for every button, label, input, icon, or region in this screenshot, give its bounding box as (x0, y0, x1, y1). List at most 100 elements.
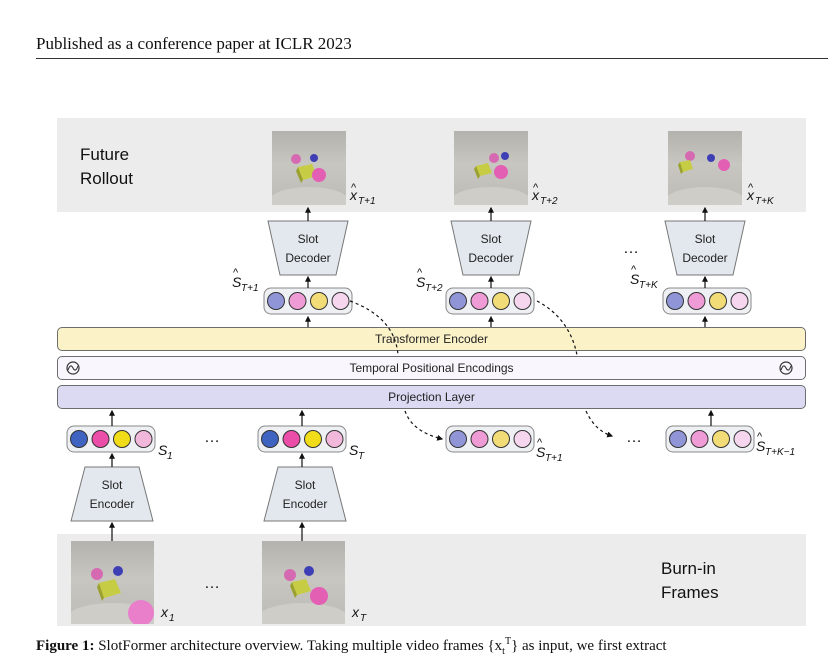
slot-circle (470, 430, 489, 448)
slot-group-pred-1 (263, 287, 353, 315)
slot-circle (513, 292, 532, 310)
slot-circle (310, 292, 328, 310)
slot-circle (134, 430, 153, 448)
input-slot-label-T: S T (349, 442, 365, 462)
svg-text:T+K: T+K (755, 196, 775, 207)
encoder-label-line1: Slot (102, 478, 123, 492)
feedback-slot-label-K: S^ T+K−1 (756, 431, 795, 458)
svg-text:T+2: T+2 (540, 196, 558, 207)
burnin-frames-label: Burn-in Frames (661, 559, 719, 602)
decoder-label-line2: Decoder (285, 251, 330, 265)
ellipsis-slots: … (204, 429, 220, 446)
slot-circle (709, 292, 727, 310)
svg-text:T+1: T+1 (241, 283, 259, 294)
svg-text:S: S (349, 442, 359, 458)
svg-text:T+K: T+K (639, 280, 659, 291)
svg-text:T+2: T+2 (425, 283, 443, 294)
slot-decoder-3: Slot Decoder (664, 220, 746, 276)
input-frame-label-T: x T (351, 604, 367, 624)
future-rollout-label: Future Rollout (80, 145, 133, 188)
scene-image (668, 151, 742, 205)
decoder-label-line1: Slot (695, 232, 716, 246)
svg-text:S: S (158, 442, 168, 458)
slot-group-feedback-1 (445, 425, 535, 453)
output-frame-labels: x^ T+1 x^ T+2 x^ T+K (349, 182, 775, 207)
output-frame-3 (668, 131, 742, 205)
slot-circle (492, 430, 510, 448)
slot-circle (730, 292, 749, 310)
svg-text:^: ^ (631, 264, 637, 276)
slot-circle (712, 430, 730, 448)
slot-group-input-1 (66, 425, 156, 453)
svg-text:^: ^ (417, 267, 423, 279)
input-frame-T (262, 541, 345, 624)
running-header: Published as a conference paper at ICLR … (36, 34, 352, 53)
ellipsis-frames: … (204, 575, 220, 592)
input-frame-label-1: x 1 (160, 604, 175, 624)
slot-group-input-T (257, 425, 347, 453)
slot-circle (733, 430, 752, 448)
output-frame-2 (454, 131, 528, 205)
temporal-positional-encodings-bar: Temporal Positional Encodings (57, 356, 806, 380)
sinusoid-icon-left (66, 361, 80, 375)
output-frame-label-3: x^ T+K (746, 182, 775, 207)
decoder-label-line1: Slot (481, 232, 502, 246)
svg-text:x: x (160, 604, 169, 620)
svg-text:^: ^ (537, 437, 543, 449)
header-rule (36, 58, 828, 59)
svg-text:^: ^ (757, 431, 763, 443)
svg-text:1: 1 (169, 613, 175, 624)
encoder-label-line2: Encoder (90, 497, 135, 511)
output-frame-label-2: x^ T+2 (531, 182, 558, 207)
input-slot-labels: S 1 S T (158, 442, 365, 462)
ellipsis-top: … (623, 240, 639, 257)
slot-decoder-2: Slot Decoder (450, 220, 532, 276)
svg-text:^: ^ (533, 182, 539, 194)
slot-circle (449, 430, 467, 448)
scene-image (71, 566, 154, 624)
slot-container (66, 425, 156, 453)
slot-circle (470, 292, 489, 310)
svg-text:1: 1 (167, 451, 173, 462)
svg-text:^: ^ (351, 182, 357, 194)
decoder-label-line1: Slot (298, 232, 319, 246)
figure-caption: Figure 1: SlotFormer architecture overvi… (36, 636, 667, 657)
ellipsis-feedback: … (626, 429, 642, 446)
svg-text:T: T (360, 613, 367, 624)
projection-layer-bar: Projection Layer (57, 385, 806, 409)
pred-slot-label-1: S^ T+1 (232, 267, 259, 294)
output-frame-label-1: x^ T+1 (349, 182, 376, 207)
burnin-frames-band (57, 534, 806, 626)
svg-text:T: T (358, 451, 365, 462)
svg-text:S: S (536, 444, 546, 460)
slot-circle (687, 292, 706, 310)
slot-encoder-1: Slot Encoder (70, 466, 154, 522)
pred-slot-labels: S^ T+1 S^ T+2 S^ T+K (232, 264, 659, 294)
svg-text:T+1: T+1 (545, 453, 563, 464)
decoder-label-line2: Decoder (682, 251, 727, 265)
slot-group-pred-3 (662, 287, 752, 315)
scene-image (262, 566, 345, 624)
svg-text:T+K−1: T+K−1 (765, 447, 795, 458)
slot-decoder-1: Slot Decoder (267, 220, 349, 276)
svg-text:S: S (630, 271, 640, 287)
slot-container (662, 287, 752, 315)
slot-circle (261, 430, 279, 448)
slot-group-pred-2 (445, 287, 535, 315)
slot-circle (325, 430, 344, 448)
slot-circle (304, 430, 322, 448)
decoder-label-line2: Decoder (468, 251, 513, 265)
svg-text:^: ^ (233, 267, 239, 279)
slot-circle (113, 430, 131, 448)
caption-label: Figure 1: (36, 638, 95, 654)
slot-circle (267, 292, 285, 310)
caption-text: SlotFormer architecture overview. Taking… (94, 638, 503, 654)
sinusoid-icon-right (779, 361, 793, 375)
svg-text:S: S (232, 274, 242, 290)
slot-group-feedback-K (665, 425, 755, 453)
slot-circle (91, 430, 110, 448)
pred-slot-label-3: S^ T+K (630, 264, 659, 291)
slot-circle (690, 430, 709, 448)
slot-circle (288, 292, 307, 310)
